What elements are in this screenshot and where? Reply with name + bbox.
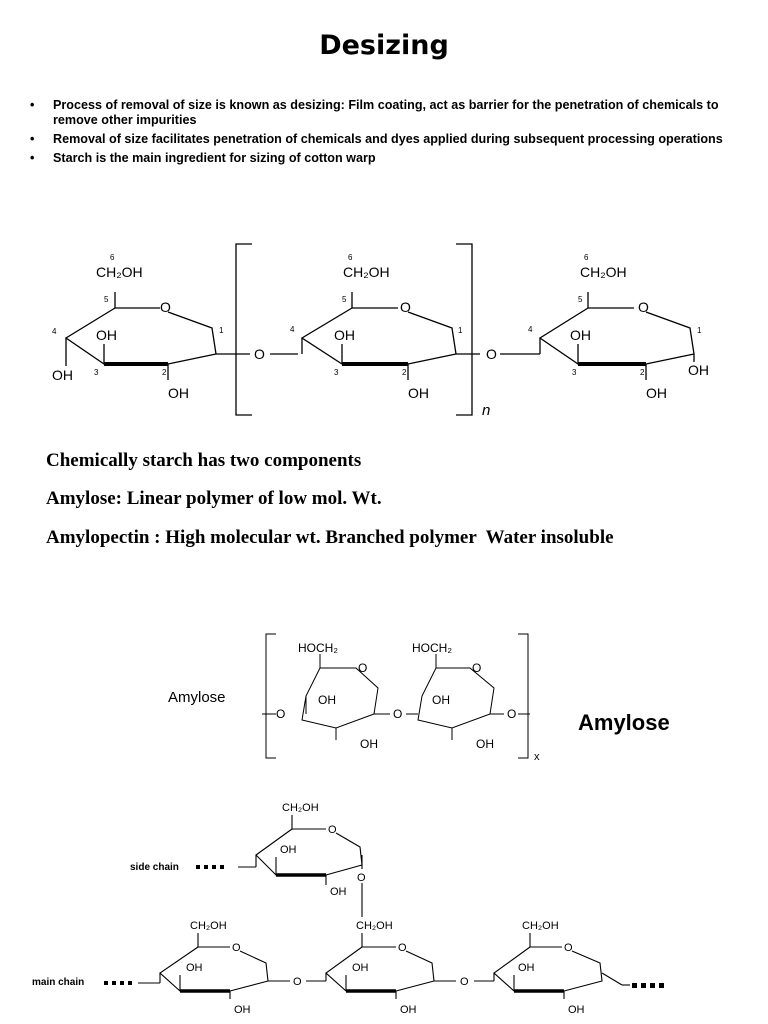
bullet-item: Removal of size facilitates penetration … — [30, 132, 740, 147]
oh-label: OH — [476, 737, 494, 751]
carbon-6-label: 6 — [584, 253, 589, 262]
side-chain-label: side chain — [130, 862, 179, 873]
ring-oxygen-label: O — [564, 942, 573, 954]
carbon-5-label: 5 — [578, 295, 583, 304]
glycosidic-oxygen-label: O — [254, 346, 265, 362]
glycosidic-oxygen-label: O — [276, 707, 285, 721]
ring-oxygen-label: O — [358, 661, 367, 675]
ch2oh-label: CH₂OH — [522, 920, 559, 932]
carbon-3-label: 3 — [334, 368, 339, 377]
glycosidic-oxygen-label: O — [357, 872, 366, 884]
ring-oxygen-label: O — [398, 942, 407, 954]
glycosidic-oxygen-label: O — [460, 976, 469, 988]
carbon-5-label: 5 — [342, 295, 347, 304]
oh-label: OH — [352, 962, 369, 974]
oh-label: OH — [688, 362, 709, 378]
amylose-caption: Amylose — [578, 710, 670, 735]
ch2oh-label: CH₂OH — [356, 920, 393, 932]
ring-oxygen-label: O — [232, 942, 241, 954]
bullet-item: Starch is the main ingredient for sizing… — [30, 151, 740, 166]
ch2oh-label: CH₂OH — [190, 920, 227, 932]
bullet-item: Process of removal of size is known as d… — [30, 98, 740, 128]
amylose-figure-label: Amylose — [168, 689, 226, 706]
hoch2-label: HOCH₂ — [298, 641, 338, 655]
repeat-x-label: x — [534, 751, 540, 763]
carbon-1-label: 1 — [697, 326, 702, 335]
oh-label: OH — [432, 693, 450, 707]
oh-label: OH — [646, 385, 667, 401]
amylopectin-diagram: side chain main chain CH₂OH O OH OH O CH… — [32, 802, 664, 1016]
ring-oxygen-label: O — [472, 661, 481, 675]
carbon-4-label: 4 — [52, 327, 57, 336]
bullet-list: Process of removal of size is known as d… — [30, 98, 740, 170]
components-line-2: Amylose: Linear polymer of low mol. Wt. — [46, 488, 382, 509]
carbon-2-label: 2 — [640, 368, 645, 377]
carbon-5-label: 5 — [104, 295, 109, 304]
oh-label: OH — [408, 385, 429, 401]
carbon-3-label: 3 — [94, 368, 99, 377]
glycosidic-oxygen-label: O — [507, 707, 516, 721]
carbon-4-label: 4 — [290, 325, 295, 334]
components-line-1: Chemically starch has two components — [46, 450, 362, 471]
oh-label: OH — [518, 962, 535, 974]
starch-structure-diagram: 6 CH₂OH 5 O 1 4 OH OH 3 2 OH O 6 CH₂OH 5… — [52, 243, 709, 419]
oh-label: OH — [168, 385, 189, 401]
oh-label: OH — [318, 693, 336, 707]
ch2oh-label: CH₂OH — [343, 264, 390, 280]
carbon-4-label: 4 — [528, 325, 533, 334]
glycosidic-oxygen-label: O — [486, 346, 497, 362]
oh-label: OH — [186, 962, 203, 974]
ring-oxygen-label: O — [160, 299, 171, 315]
ring-oxygen-label: O — [638, 299, 649, 315]
repeat-n-label: n — [482, 402, 490, 419]
ring-oxygen-label: O — [328, 824, 337, 836]
amylose-diagram: Amylose HOCH₂ HOCH₂ O O OH OH OH OH O O … — [168, 633, 540, 763]
oh-label: OH — [360, 737, 378, 751]
carbon-2-label: 2 — [162, 368, 167, 377]
carbon-1-label: 1 — [219, 326, 224, 335]
components-line-3: Amylopectin : High molecular wt. Branche… — [46, 527, 614, 548]
oh-label: OH — [330, 886, 347, 898]
ch2oh-label: CH₂OH — [580, 264, 627, 280]
glycosidic-oxygen-label: O — [293, 976, 302, 988]
ch2oh-label: CH₂OH — [282, 802, 319, 814]
page-title: Desizing — [319, 30, 449, 61]
oh-label: OH — [280, 844, 297, 856]
oh-label: OH — [234, 1004, 251, 1016]
carbon-6-label: 6 — [110, 253, 115, 262]
glycosidic-oxygen-label: O — [393, 707, 402, 721]
oh-label: OH — [52, 367, 73, 383]
carbon-2-label: 2 — [402, 368, 407, 377]
hoch2-label: HOCH₂ — [412, 641, 452, 655]
carbon-1-label: 1 — [458, 326, 463, 335]
oh-label: OH — [400, 1004, 417, 1016]
ring-oxygen-label: O — [400, 299, 411, 315]
oh-label: OH — [96, 327, 117, 343]
carbon-3-label: 3 — [572, 368, 577, 377]
oh-label: OH — [570, 327, 591, 343]
main-chain-label: main chain — [32, 977, 84, 988]
ch2oh-label: CH₂OH — [96, 264, 143, 280]
oh-label: OH — [334, 327, 355, 343]
oh-label: OH — [568, 1004, 585, 1016]
carbon-6-label: 6 — [348, 253, 353, 262]
